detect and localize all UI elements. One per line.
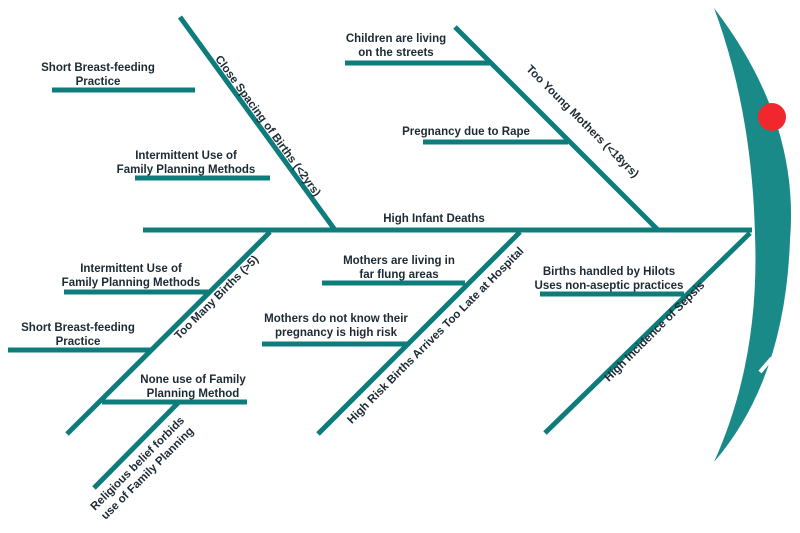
cause-too-young-mothers: Too Young Mothers (<18yrs) Children are …: [345, 25, 660, 232]
cause-label: Too Young Mothers (<18yrs): [524, 63, 641, 180]
red-dot-marker: [758, 103, 786, 131]
head-notch: [758, 356, 774, 374]
cause-label: Too Many Births (>5): [173, 253, 262, 342]
cause-sepsis: High Incidence of Sepsis Births handled …: [535, 231, 752, 435]
fish-head: [714, 8, 792, 462]
sub-label: Pregnancy due to Rape: [402, 126, 530, 138]
subsub-label: Religious belief forbidsuse of Family Pl…: [89, 415, 197, 523]
cause-high-risk-births: High Risk Births Arrives Too Late at Hos…: [262, 230, 526, 436]
cause-too-many-births: Too Many Births (>5) Intermittent Use of…: [8, 230, 272, 523]
cause-close-spacing: Close Spacing of Births (<2yrs) Short Br…: [41, 15, 338, 232]
problem-label: High Infant Deaths: [383, 213, 485, 225]
